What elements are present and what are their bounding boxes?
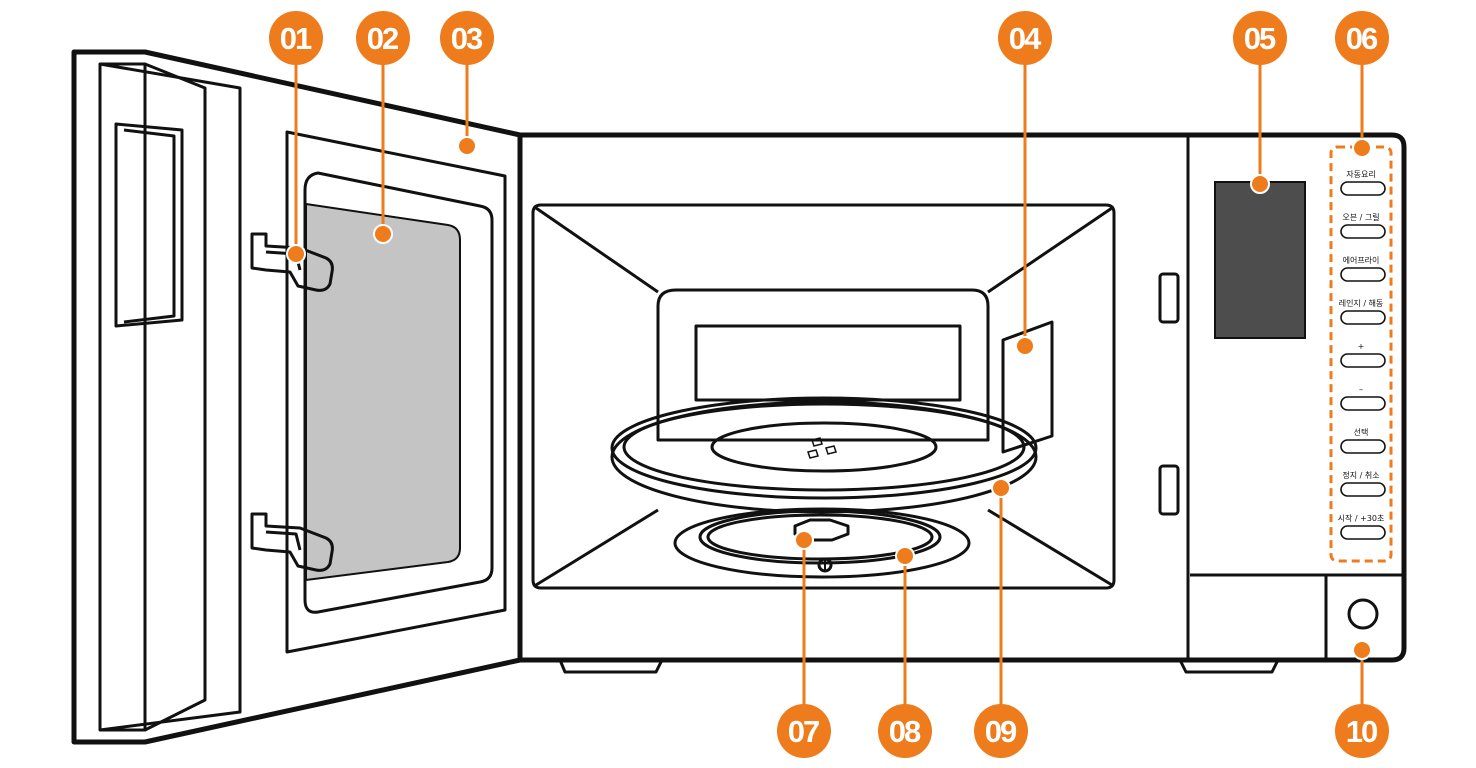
callout-number: 09 [985,714,1017,749]
callout-anchor-dot [1015,336,1035,356]
panel-button-8[interactable]: 정지 / 취소 [1340,470,1386,497]
panel-button-4[interactable]: 레인지 / 해동 [1339,298,1386,325]
callout-number: 08 [889,714,921,749]
callout-badge [878,704,932,758]
callout-badge [1335,704,1389,758]
callout-number: 02 [367,21,398,56]
lower-latch [250,512,334,572]
callout-anchor-dot [991,478,1011,498]
panel-button-label: 자동요리 [1346,170,1375,179]
callout-badge [1233,11,1287,65]
panel-button-label: 시작 / +30초 [1338,513,1385,523]
callout-badge [998,11,1052,65]
panel-button-key[interactable] [1340,267,1386,282]
callout-06: 06 [1335,11,1389,158]
waveguide-cover [1001,320,1054,454]
callout-anchor-dot [1352,640,1372,660]
panel-button-9[interactable]: 시작 / +30초 [1338,513,1386,540]
callout-number: 06 [1346,21,1378,56]
panel-button-7[interactable]: 선택 [1340,427,1386,454]
door-window-frame [303,171,494,614]
leader-lines [294,38,1364,731]
panel-button-key[interactable] [1340,224,1386,239]
callout-anchor-dot [373,224,393,244]
panel-button-key[interactable] [1340,396,1386,411]
callout-badges: 01 02 03 04 05 06 07 08 09 10 [269,11,1389,758]
callout-number: 07 [788,714,819,749]
open-door [71,49,523,745]
callout-badge [777,704,831,758]
callout-number: 04 [1009,21,1042,56]
door-window [305,202,461,582]
oven-cavity [531,203,1116,590]
callout-number: 10 [1346,714,1377,749]
callout-badge [440,11,494,65]
panel-button-key[interactable] [1340,310,1386,325]
callout-05: 05 [1233,11,1287,194]
panel-button-label: 정지 / 취소 [1342,470,1379,480]
panel-button-key[interactable] [1340,525,1386,540]
display-screen [1214,181,1306,339]
panel-button-key[interactable] [1340,482,1386,497]
panel-button-2[interactable]: 오븐 / 그릴 [1340,213,1386,239]
panel-button-5[interactable]: + [1340,342,1386,368]
callout-number: 01 [280,21,312,56]
callout-badge [269,11,323,65]
panel-button-6[interactable]: – [1340,385,1386,411]
turntable-base [673,507,971,579]
panel-button-label: – [1359,385,1363,394]
callout-number: 03 [451,21,483,56]
panel-button-key[interactable] [1340,353,1386,368]
callout-03: 03 [440,11,494,156]
callout-01: 01 [269,11,323,264]
panel-button-label: 선택 [1354,427,1369,437]
callout-anchor-dot [286,244,306,264]
callout-02: 02 [356,11,410,244]
panel-button-label: + [1358,342,1365,351]
callout-anchor-dot [794,530,814,550]
callout-badge [356,11,410,65]
callout-08: 08 [878,546,932,758]
panel-button-label: 레인지 / 해동 [1339,298,1384,308]
panel-button-1[interactable]: 자동요리 [1340,170,1386,196]
microwave-body [520,132,1407,674]
callout-number: 05 [1244,21,1276,56]
callout-anchor-dot [1250,174,1270,194]
callout-anchor-dot [1352,138,1372,158]
panel-button-label: 에어프라이 [1343,255,1380,265]
panel-button-key[interactable] [1340,439,1386,454]
callout-anchor-dot [457,136,477,156]
panel-button-label: 오븐 / 그릴 [1342,213,1379,222]
door-open-button[interactable] [1347,598,1379,630]
callout-anchor-dot [895,546,915,566]
panel-button-key[interactable] [1340,181,1386,196]
callout-10: 10 [1335,640,1389,758]
callout-badge [974,704,1028,758]
callout-07: 07 [777,530,831,758]
callout-badge [1335,11,1389,65]
glass-tray [610,396,1038,514]
callout-04: 04 [998,11,1052,356]
panel-button-3[interactable]: 에어프라이 [1340,255,1386,282]
callout-09: 09 [974,478,1028,758]
